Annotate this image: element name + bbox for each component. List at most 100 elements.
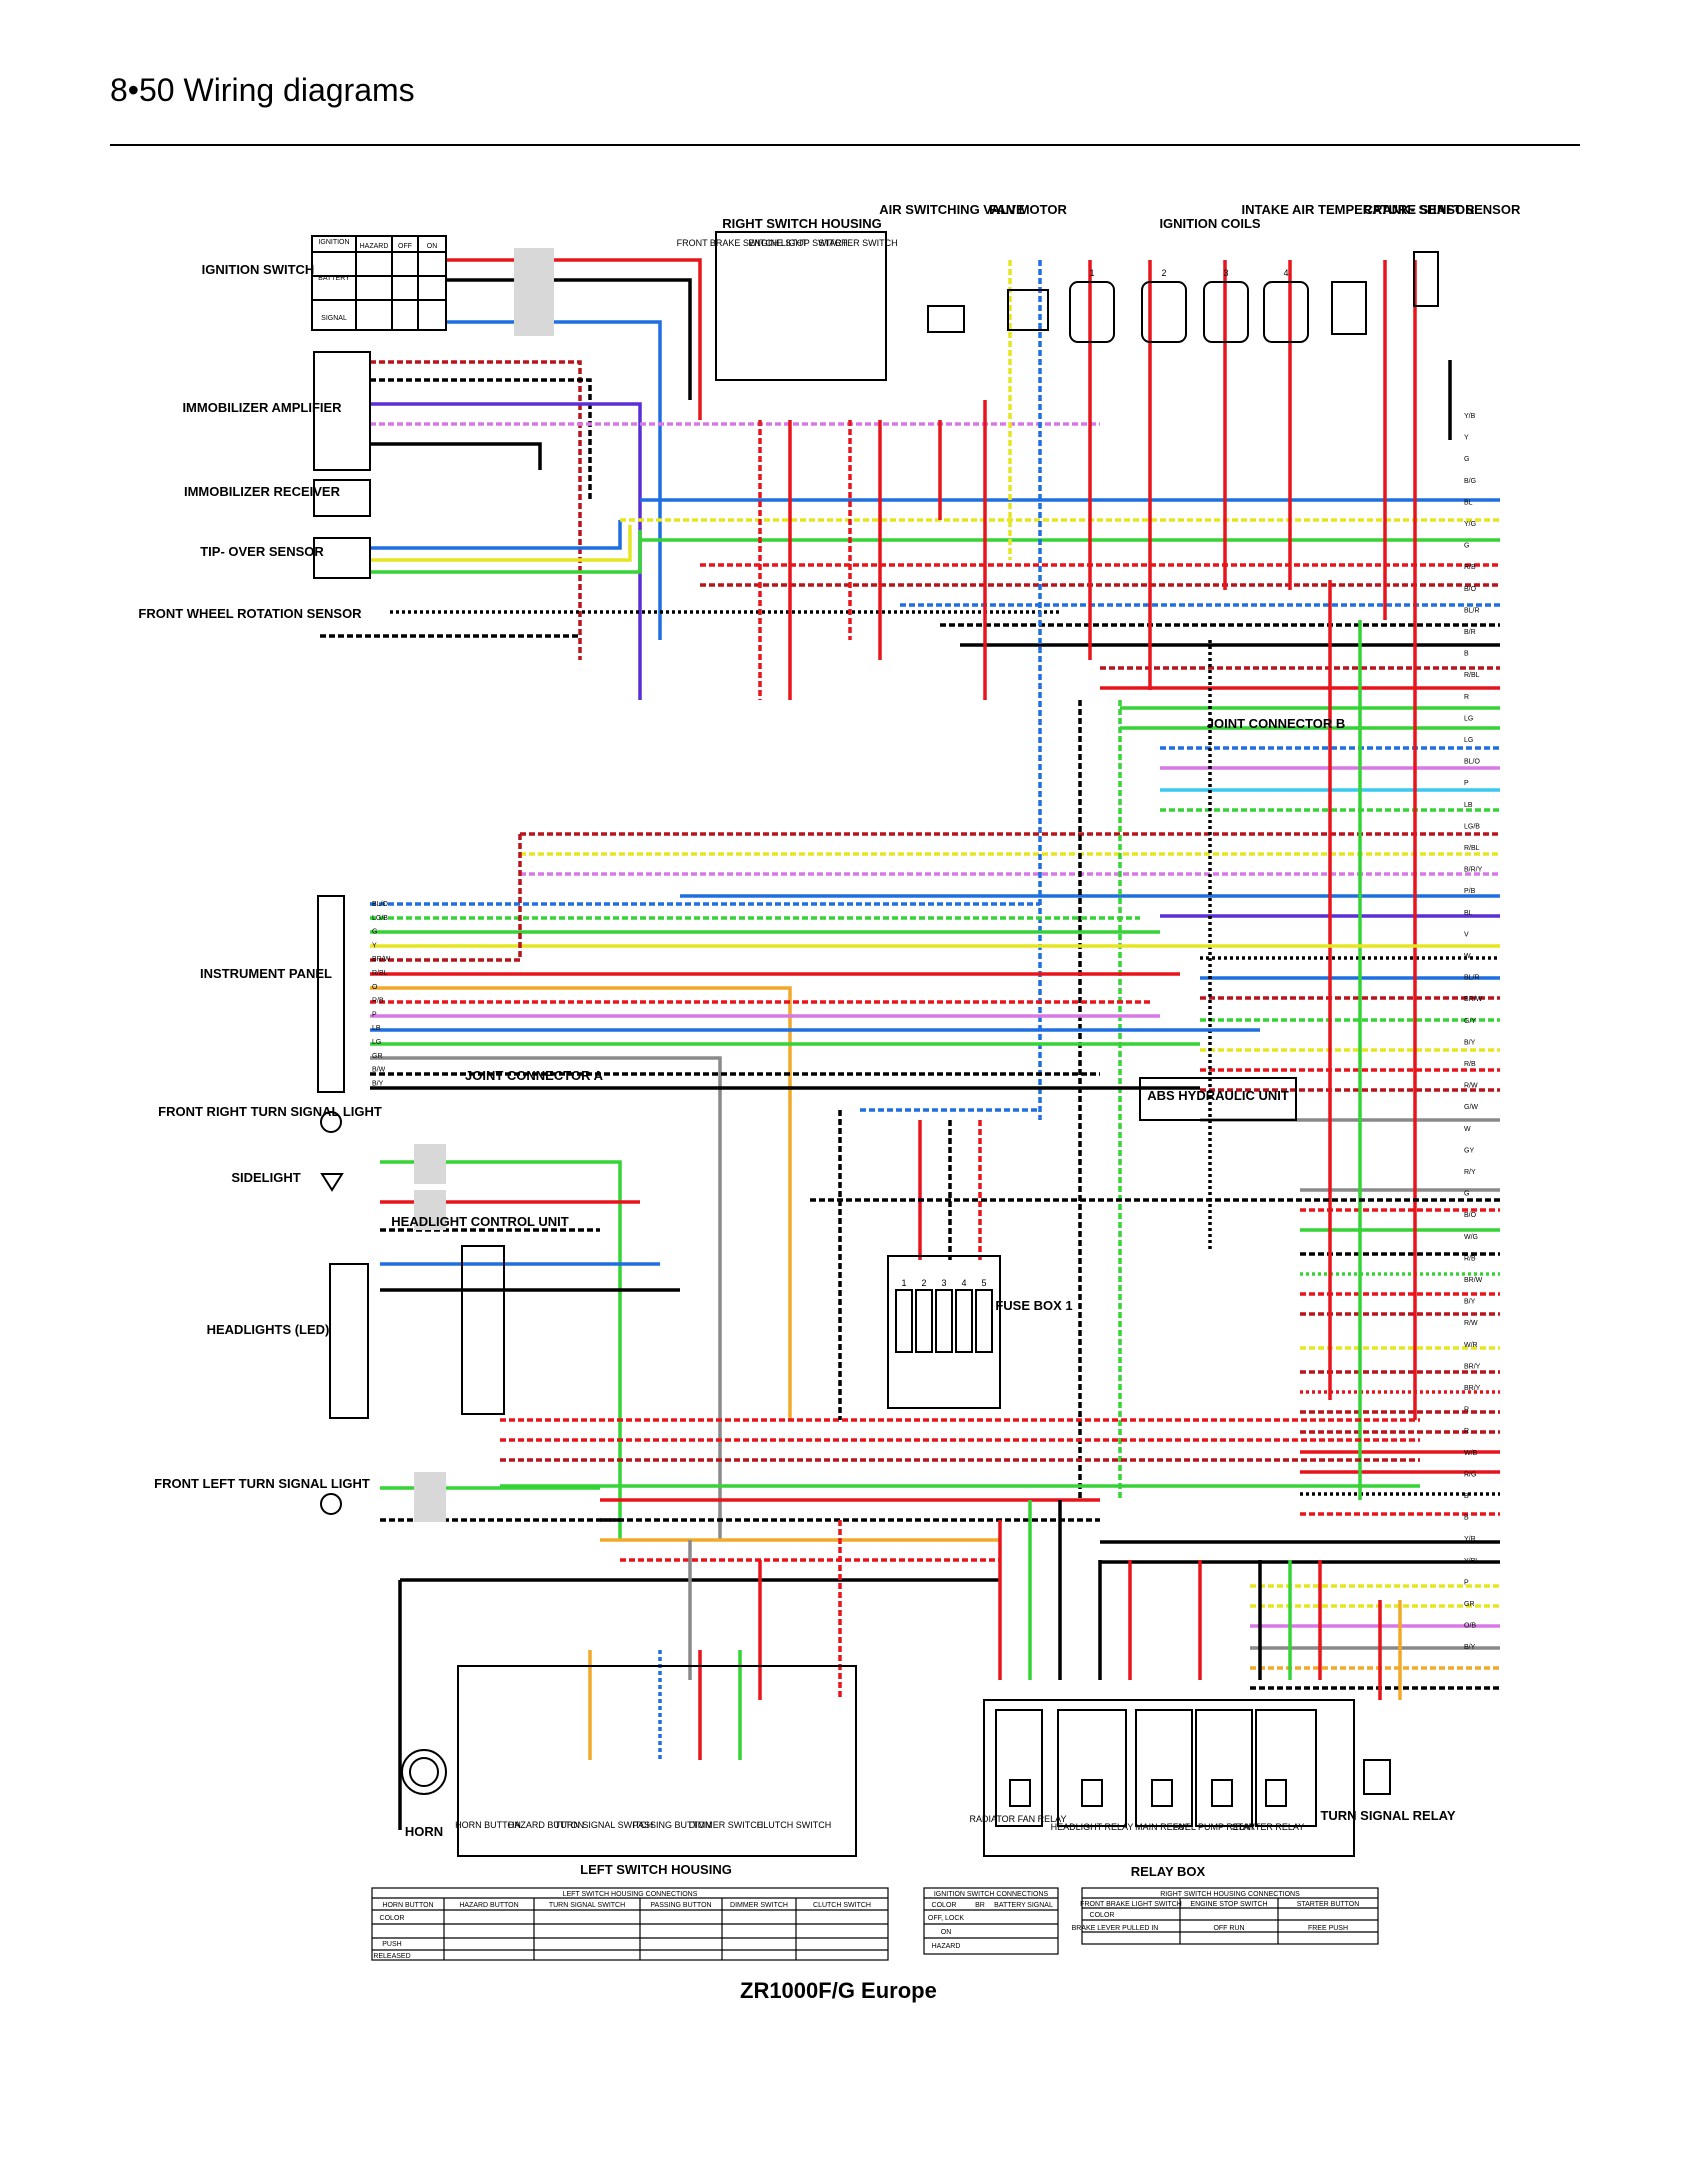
wire-color-label: Y/R [1464,1536,1476,1543]
label-engine-stop-switch: ENGINE STOP SWITCH [748,238,847,248]
wire-color-label: R/W [1464,1083,1478,1090]
it-row-hazard: HAZARD [932,1943,961,1950]
wire-color-label: O/B [1464,1623,1476,1630]
wire-color-label: R/B [1464,1061,1476,1068]
wire-color-label: G [1464,1191,1469,1198]
coil-2-number: 2 [1161,268,1166,278]
rt-row-brake: BRAKE LEVER PULLED IN [1072,1925,1159,1932]
wire-color-label: B/G [1464,478,1476,485]
wire-color-label: BL/R [1464,975,1480,982]
wire-color-label: W [1464,953,1471,960]
wire-color-label: W/R [1464,1342,1478,1349]
air-valve-icon [927,305,965,333]
label-intake-air-sensor: INTAKE AIR TEMPERATURE SENSOR [1241,202,1475,217]
instrument-wire-label: BR/W [372,956,391,963]
label-horn-button: HORN BUTTON [455,1820,521,1830]
turn-signal-relay-box [1363,1759,1391,1795]
rt-front-brake: FRONT BRAKE LIGHT SWITCH [1080,1901,1182,1908]
label-immobilizer-receiver: IMMOBILIZER RECEIVER [184,484,341,499]
label-relay-box: RELAY BOX [1131,1864,1206,1879]
immobilizer-amplifier-box [313,351,371,471]
label-headlights: HEADLIGHTS (LED) [207,1322,330,1337]
label-starter-relay: STARTER RELAY [1232,1822,1305,1832]
it-col-br: BR [975,1902,985,1909]
label-joint-connector-b: JOINT CONNECTOR B [1207,716,1345,731]
rt-row-free-push: FREE PUSH [1308,1925,1348,1932]
wire-color-label: P/B [1464,888,1476,895]
it-row-off: OFF, LOCK [928,1915,965,1922]
wire-color-label: R/G [1464,1471,1476,1478]
horn-icon [401,1749,447,1795]
fuse-5-number: 5 [981,1278,986,1288]
wire-color-label: LB [1464,802,1473,809]
headlight-control-unit-box [461,1245,505,1415]
ign-row-battery: BATTERY [318,275,350,282]
label-headlight-relay: HEADLIGHT RELAY [1051,1822,1134,1832]
wire-color-label: B [1464,1515,1469,1522]
front-right-turn-icon [320,1111,342,1133]
label-front-brake-switch: FRONT BRAKE SWITCH LIGHT [677,238,808,248]
label-fuse-box: FUSE BOX 1 [995,1298,1072,1313]
rt-row-color: COLOR [1090,1912,1115,1919]
wire-color-label: R [1464,694,1469,701]
fuse-1-number: 1 [901,1278,906,1288]
wire-color-label: B/R/Y [1464,867,1483,874]
instrument-wire-label: R/B [372,998,384,1005]
label-main-relay: MAIN RELAY [1135,1822,1189,1832]
wire-color-label: LG/B [1464,823,1480,830]
ign-col-hazard: HAZARD [360,243,389,250]
lamps [320,1111,447,1795]
instrument-wire-label: P [372,1011,377,1018]
label-headlight-control-unit: HEADLIGHT CONTROL UNIT [391,1214,568,1229]
right-switch-housing-box [715,231,887,381]
label-left-switch-housing: LEFT SWITCH HOUSING [580,1862,732,1877]
coil-3-number: 3 [1223,268,1228,278]
tip-over-sensor-box [313,537,371,579]
wire-color-label: B/R [1464,629,1476,636]
wire-color-label: GY [1464,1147,1474,1154]
abs-hydraulic-unit-box [1139,1077,1297,1121]
page-header: 8•50 Wiring diagrams [110,72,415,109]
wire-color-label: B/Y [1464,1299,1476,1306]
ignition-coils-graphic [927,251,1439,343]
label-front-wheel-sensor: FRONT WHEEL ROTATION SENSOR [138,606,362,621]
lt-turn: TURN SIGNAL SWITCH [549,1902,625,1909]
instrument-wire-label: O [372,984,378,991]
rt-engine-stop: ENGINE STOP SWITCH [1190,1901,1267,1908]
label-passing-button: PASSING BUTTON [633,1820,712,1830]
it-col-signal: SIGNAL [1027,1902,1053,1909]
label-dimmer-switch: DIMMER SWITCH [689,1820,764,1830]
wire-color-label: V [1464,931,1469,938]
rt-starter: STARTER BUTTON [1297,1901,1360,1908]
instrument-wire-label: LG/B [372,915,388,922]
wire-color-label: R/Y [1464,1169,1476,1176]
wire-color-label: W/B [1464,1450,1478,1457]
wire-color-label: Y [1464,435,1469,442]
wire-color-label: B/O [1464,586,1477,593]
wire-color-label: G/Y [1464,1018,1476,1025]
ign-row-ignition: IGNITION [318,239,349,246]
wire-color-label: LG [1464,737,1473,744]
left-switch-housing-box [457,1665,857,1857]
instrument-panel-box [317,895,345,1093]
label-tip-over-sensor: TIP- OVER SENSOR [200,544,324,559]
page-title: Wiring diagrams [183,72,415,108]
label-hazard-button: HAZARD BUTTON [508,1820,584,1830]
wire-color-label: B/Y [1464,1644,1476,1651]
wire-color-label: BL [1464,910,1473,917]
wire-color-label: BR/Y [1464,1363,1481,1370]
wire-harness [320,258,1500,1830]
fan-motor-icon [1007,289,1049,331]
wire-color-label: G [1464,456,1469,463]
fuse-2-number: 2 [921,1278,926,1288]
right-table-title: RIGHT SWITCH HOUSING CONNECTIONS [1160,1891,1300,1898]
label-sidelight: SIDELIGHT [231,1170,300,1185]
wire-color-label: BR/W [1464,1277,1483,1284]
ign-row-signal: SIGNAL [321,315,347,322]
wire-color-label: BR/W [1464,996,1483,1003]
instrument-wire-label: BL/O [372,901,389,908]
label-fuel-pump-relay: FUEL PUMP RELAY [1173,1822,1255,1832]
instrument-wire-label: G [372,929,377,936]
sub-labels: FRONT BRAKE SWITCH LIGHT ENGINE STOP SWI… [318,238,1304,1832]
